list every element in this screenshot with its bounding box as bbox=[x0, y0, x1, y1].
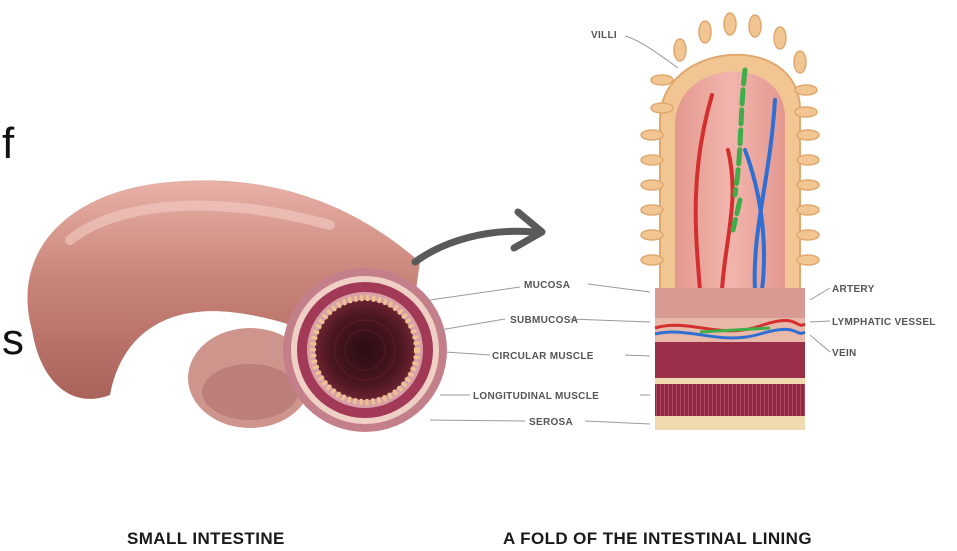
label-serosa: SEROSA bbox=[529, 417, 573, 428]
layer-separator bbox=[655, 378, 805, 384]
label-mucosa: MUCOSA bbox=[524, 280, 570, 291]
small-intestine-illustration bbox=[27, 180, 447, 432]
label-submucosa: SUBMUCOSA bbox=[510, 315, 578, 326]
serosa-layer bbox=[655, 416, 805, 430]
label-longitudinal-muscle: LONGITUDINAL MUSCLE bbox=[473, 391, 599, 402]
label-artery: ARTERY bbox=[832, 284, 875, 295]
label-lymphatic-vessel: LYMPHATIC VESSEL bbox=[832, 317, 936, 328]
label-circular-muscle: CIRCULAR MUSCLE bbox=[492, 351, 594, 362]
caption-small-intestine: SMALL INTESTINE bbox=[127, 529, 285, 548]
intestinal-fold-illustration bbox=[641, 13, 819, 430]
circular-muscle-layer bbox=[655, 342, 805, 378]
label-vein: VEIN bbox=[832, 348, 857, 359]
villus-inner bbox=[675, 72, 785, 290]
intestine-cross-section bbox=[283, 268, 447, 432]
mucosa-layer bbox=[655, 288, 805, 318]
intestine-loop-lower-shadow bbox=[202, 364, 298, 420]
longitudinal-muscle-layer bbox=[655, 384, 805, 416]
label-villi: VILLI bbox=[591, 30, 617, 41]
caption-intestinal-fold: A FOLD OF THE INTESTINAL LINING bbox=[503, 529, 812, 548]
